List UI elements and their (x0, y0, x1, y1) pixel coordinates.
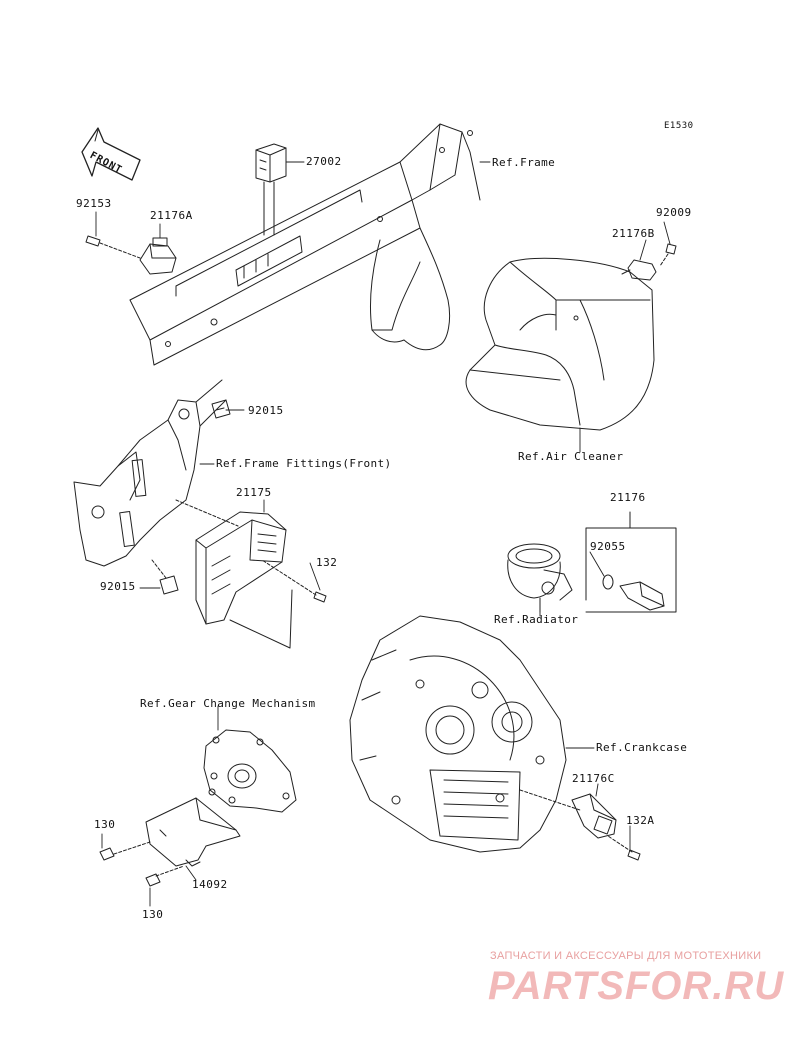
part-label-14092[interactable]: 14092 (192, 878, 228, 891)
clip-92015-bottom (151, 559, 179, 595)
ref-crankcase[interactable]: Ref.Crankcase (596, 741, 688, 754)
diagram-code: E1530 (664, 121, 694, 131)
group-bracket-21176 (585, 511, 677, 613)
part-label-21176B[interactable]: 21176B (612, 227, 655, 240)
bolt-130-top (99, 841, 151, 861)
o-ring-92055 (602, 574, 614, 590)
gear-change-cover (203, 729, 297, 813)
bolt-92153 (85, 235, 141, 259)
ecu-21175 (175, 499, 293, 649)
frame-fittings-front (73, 379, 227, 567)
sensor-21176C (571, 793, 617, 839)
sensor-21176 (619, 581, 665, 611)
watermark-logo: PARTSFOR.RU (488, 964, 785, 1008)
clip-92015-top (211, 399, 231, 419)
plate-14092 (145, 797, 241, 867)
leader-lines (95, 161, 671, 907)
part-label-21176A[interactable]: 21176A (150, 209, 193, 222)
part-label-92009[interactable]: 92009 (656, 206, 692, 219)
part-label-27002[interactable]: 27002 (306, 155, 342, 168)
ref-gear-change-mechanism[interactable]: Ref.Gear Change Mechanism (140, 697, 316, 710)
part-label-132[interactable]: 132 (316, 556, 338, 569)
front-arrow-icon (81, 127, 141, 181)
sensor-21176A (139, 237, 177, 275)
part-label-21175[interactable]: 21175 (236, 486, 272, 499)
engine-crankcase (349, 615, 581, 853)
radiator-fitting (507, 543, 573, 613)
part-label-130-bottom[interactable]: 130 (142, 908, 164, 921)
part-label-21176[interactable]: 21176 (610, 491, 646, 504)
connector-27002 (255, 143, 287, 236)
bolt-132A (607, 835, 641, 861)
frame-rail (129, 123, 481, 366)
part-label-92153[interactable]: 92153 (76, 197, 112, 210)
ref-frame[interactable]: Ref.Frame (492, 156, 556, 169)
bolt-130-bottom (145, 865, 185, 887)
part-label-92015-top[interactable]: 92015 (248, 404, 284, 417)
part-label-92055[interactable]: 92055 (590, 540, 626, 553)
ref-radiator[interactable]: Ref.Radiator (494, 613, 579, 626)
bolt-132 (261, 559, 327, 603)
screw-92009 (659, 243, 677, 267)
air-cleaner-housing (465, 257, 655, 431)
part-label-92015-bottom[interactable]: 92015 (100, 580, 136, 593)
part-label-130-top[interactable]: 130 (94, 818, 116, 831)
ref-air-cleaner[interactable]: Ref.Air Cleaner (518, 450, 624, 463)
ref-frame-fittings[interactable]: Ref.Frame Fittings(Front) (216, 457, 392, 470)
watermark-tagline: ЗАПЧАСТИ И АКСЕССУАРЫ ДЛЯ МОТОТЕХНИКИ (490, 950, 762, 962)
part-label-132A[interactable]: 132A (626, 814, 655, 827)
part-label-21176C[interactable]: 21176C (572, 772, 615, 785)
sensor-21176B (621, 259, 657, 281)
